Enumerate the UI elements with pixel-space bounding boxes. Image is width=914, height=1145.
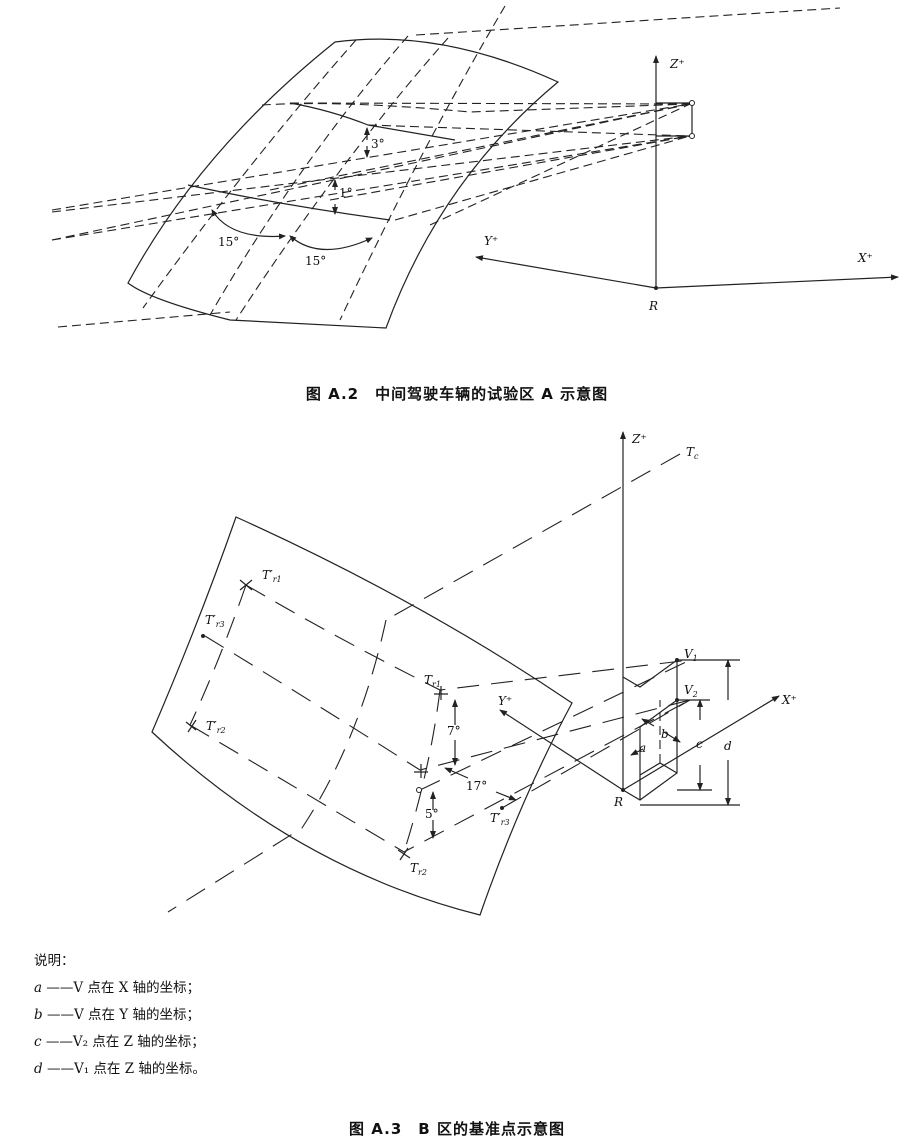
a2-x-axis (655, 274, 899, 289)
a3-dim-ext (640, 659, 740, 806)
figure-a2-caption: 图 A.2 中间驾驶车辆的试验区 A 示意图 (305, 385, 609, 403)
a2-sight-line (51, 103, 691, 241)
a3-tr2p-label: T′r2 (206, 719, 226, 735)
a3-tr3-point (500, 806, 504, 810)
a2-vertical-line (339, 5, 506, 321)
a3-left-line (189, 584, 247, 726)
a3-tr3p-point (201, 634, 205, 638)
a3-cross-mark (434, 686, 448, 700)
a2-z-axis-label: Z⁺ (669, 57, 685, 71)
a3-sight-line (501, 699, 691, 809)
a2-angle-3-label: 3° (371, 137, 385, 151)
a2-angle-15-left-label: 15° (218, 235, 239, 249)
a2-sight-line (329, 135, 691, 201)
a3-v1-label: V1 (684, 647, 698, 663)
a2-sight-line (51, 103, 691, 211)
legend-item: d ——V₁ 点在 Z 轴的坐标。 (34, 1061, 206, 1077)
a3-cross-mark (414, 764, 428, 778)
a3-dim-a (630, 748, 644, 756)
a2-x-axis-label: X⁺ (857, 251, 873, 265)
a2-vertical-line (209, 35, 409, 316)
a3-origin-point (621, 788, 625, 792)
a3-x-axis-label: X⁺ (781, 693, 797, 707)
a3-z-axis-label: Z⁺ (631, 432, 647, 446)
a2-sight-line (367, 124, 691, 137)
a3-dim-d-label: d (724, 739, 732, 753)
a2-eye-point-upper (689, 100, 695, 106)
a2-eye-points (656, 102, 693, 137)
a3-v1-point (675, 658, 679, 662)
a3-tr1-label: Tr1 (424, 673, 441, 689)
a3-lower-line (189, 699, 691, 853)
a2-sight-line (51, 135, 691, 241)
a3-windshield-outline (151, 516, 573, 916)
a3-dim-b (663, 731, 681, 743)
a3-origin-label: R (613, 795, 623, 809)
a2-vertical-line (235, 37, 449, 321)
a3-v2-label: V2 (684, 683, 698, 699)
a3-tr2-label: Tr2 (410, 861, 427, 877)
a2-sight-line (415, 7, 841, 36)
a3-tc-line (385, 453, 681, 621)
a3-angle-arrow (444, 767, 469, 779)
a2-y-axis-label: Y⁺ (484, 234, 498, 248)
a3-v-box (622, 658, 678, 801)
a2-origin-label: R (648, 299, 658, 313)
a2-angle-1-label: 1° (339, 186, 353, 200)
a2-sight-line (51, 135, 691, 213)
a2-windshield-outline (127, 38, 560, 329)
figure-a3: 7° 5° 17° Z⁺ Y⁺ X⁺ R Tc V1 V2 T′r1 T′r3 … (151, 431, 797, 916)
figure-a2: 3° 1° 15° 15° Z⁺ Y⁺ X⁺ R (51, 5, 899, 329)
a3-right-line (403, 689, 441, 853)
a3-angle-arrow (495, 791, 517, 801)
a3-angle-5-label: 5° (425, 807, 439, 821)
a2-sight-line (394, 135, 691, 221)
legend-item: c ——V₂ 点在 Z 轴的坐标； (34, 1034, 205, 1050)
a3-middle-line (204, 635, 691, 771)
a3-dim-b-label: b (661, 727, 669, 741)
legend-item: b ——V 点在 Y 轴的坐标； (34, 1007, 200, 1023)
a2-boundary-upper (289, 102, 456, 141)
a3-sight-line (419, 659, 691, 791)
a2-y-axis (475, 255, 657, 289)
a3-dim-b (641, 718, 655, 727)
a3-v2-point (675, 698, 679, 702)
a2-boundary-lower (187, 184, 391, 221)
a3-tr3-label: T′r3 (490, 811, 510, 827)
a3-dim-c-label: c (696, 737, 703, 751)
a3-angle-7-label: 7° (447, 724, 461, 738)
figure-a3-caption: 图 A.3 B 区的基准点示意图 (349, 1120, 565, 1138)
a3-y-axis (499, 709, 624, 791)
a3-y-axis-label: Y⁺ (498, 694, 512, 708)
a2-sight-line (429, 103, 691, 226)
a3-tr1p-label: T′r1 (262, 568, 282, 584)
a2-origin-point (654, 286, 658, 290)
a3-dim-a-label: a (639, 741, 646, 755)
a3-x-axis (622, 695, 780, 791)
legend-item: a ——V 点在 X 轴的坐标； (34, 980, 201, 996)
a3-tc-label: Tc (686, 445, 699, 461)
a3-cross-mark (239, 579, 253, 591)
a3-cross-mark (185, 719, 197, 733)
a2-vertical-line (142, 39, 357, 309)
a3-cross-mark (397, 847, 411, 861)
a2-test-area-top (261, 102, 691, 113)
a2-sight-line (269, 103, 691, 191)
a2-angle-15-right-label: 15° (305, 254, 326, 268)
a3-angle-17-label: 17° (466, 779, 487, 793)
a2-sight-line (289, 102, 691, 105)
a3-mid-point (416, 787, 422, 793)
a3-tr3p-label: T′r3 (205, 613, 225, 629)
a2-angle-arc-right (289, 235, 373, 251)
a3-center-line (167, 619, 387, 913)
a2-sight-line (57, 311, 231, 328)
a2-angle-arc-left (211, 209, 286, 240)
legend: 说明： a ——V 点在 X 轴的坐标； b ——V 点在 Y 轴的坐标； c … (34, 948, 206, 1083)
a3-upper-line (245, 584, 691, 691)
a2-eye-point-lower (689, 133, 695, 139)
legend-title: 说明： (34, 953, 75, 969)
